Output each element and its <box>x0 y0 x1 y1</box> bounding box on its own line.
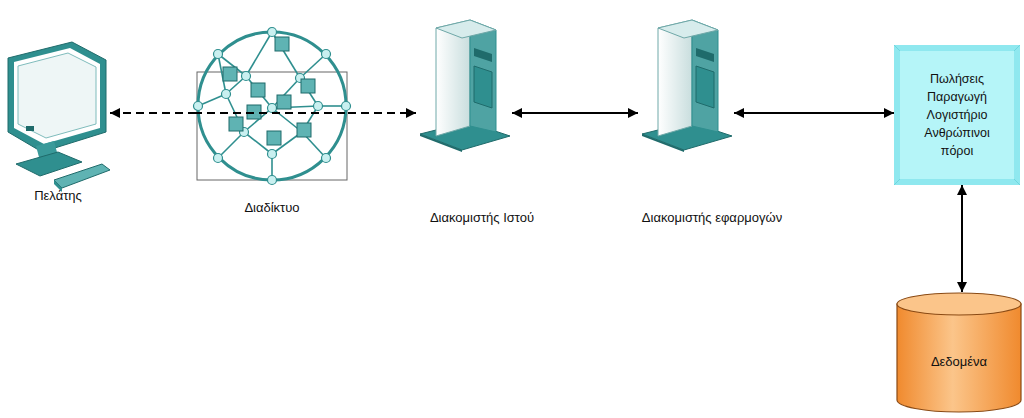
node-label: Διακομιστής Ιστού <box>430 210 534 227</box>
client-computer: Πελάτης <box>2 40 110 195</box>
cylinder-icon <box>896 292 1022 412</box>
connector-arrow <box>961 185 963 292</box>
monitor-icon <box>2 40 110 195</box>
node-text: Δεδομένα <box>902 354 1016 371</box>
department-box: Πωλήσεις Παραγωγή Λογιστήριο Ανθρώπινοι … <box>894 45 1020 185</box>
application-server: Διακομιστής εφαρμογών <box>638 18 734 152</box>
globe-icon <box>196 28 348 184</box>
connector-arrow <box>110 112 196 114</box>
connector-arrow <box>734 112 894 114</box>
database-cylinder: Δεδομένα <box>896 292 1022 412</box>
server-icon <box>416 18 512 152</box>
node-label: Πελάτης <box>34 188 82 205</box>
connector-arrow <box>348 112 416 114</box>
node-text: Πωλήσεις Παραγωγή Λογιστήριο Ανθρώπινοι … <box>908 70 1006 161</box>
connector-arrow <box>512 112 638 114</box>
server-icon <box>638 18 734 152</box>
internet-cloud: Διαδίκτυο <box>196 28 348 184</box>
node-label: Διακομιστής εφαρμογών <box>642 210 782 227</box>
web-server: Διακομιστής Ιστού <box>416 18 512 152</box>
node-label: Διαδίκτυο <box>244 200 299 217</box>
